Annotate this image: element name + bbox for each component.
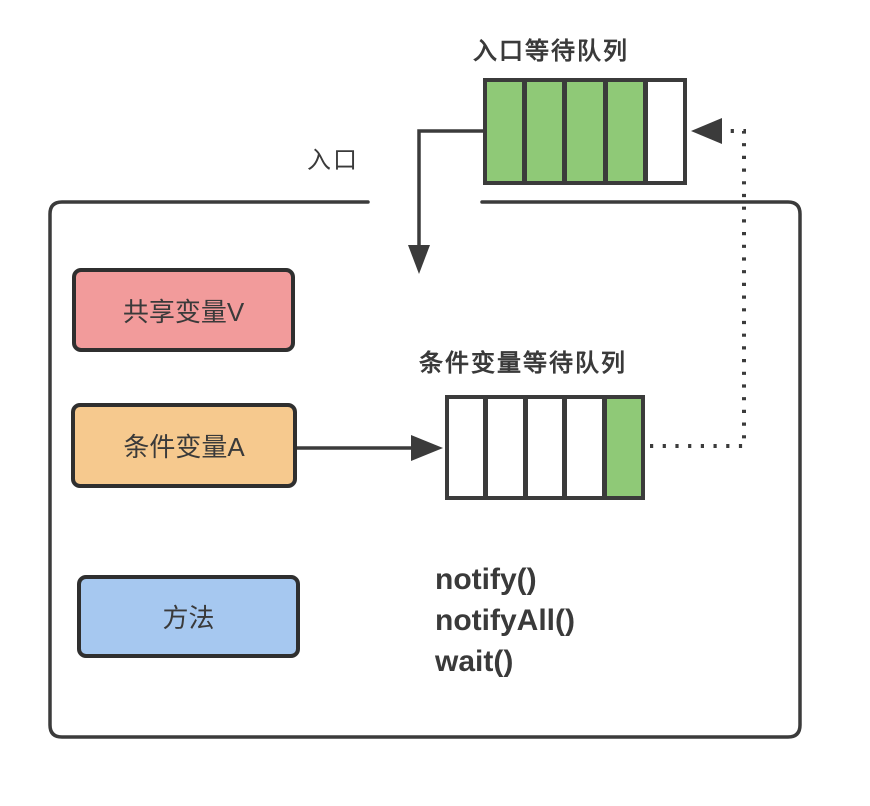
shared-variable-box: 共享变量V (72, 268, 295, 352)
entry-arrowhead (408, 245, 430, 274)
queue-cell-green (601, 399, 642, 496)
dotted-return-arrowhead (691, 118, 722, 144)
entry-queue (483, 78, 687, 185)
condition-variable-label: 条件变量A (123, 432, 245, 462)
condition-variable-box: 条件变量A (71, 403, 297, 488)
queue-cell-white (562, 399, 602, 496)
method-list: notify() notifyAll() wait() (435, 559, 575, 682)
method-wait: wait() (435, 645, 514, 678)
queue-cell-green (602, 82, 643, 181)
entry-arrow-line (417, 129, 483, 246)
queue-cell-green (562, 82, 603, 181)
method-box: 方法 (77, 575, 300, 658)
condition-arrowhead (411, 435, 443, 461)
queue-cell-green (522, 82, 563, 181)
condition-queue (445, 395, 645, 500)
queue-cell-green (487, 82, 523, 181)
method-notifyall: notifyAll() (435, 604, 575, 637)
method-box-label: 方法 (162, 603, 215, 633)
queue-cell-white (642, 82, 684, 181)
shared-variable-label: 共享变量V (122, 296, 245, 327)
queue-cell-white (522, 399, 563, 496)
entry-queue-label: 入口等待队列 (473, 38, 629, 65)
queue-cell-white (483, 399, 523, 496)
entry-label: 入口 (307, 147, 359, 174)
condition-queue-label: 条件变量等待队列 (419, 350, 627, 377)
monitor-boundary (48, 200, 802, 739)
queue-cell-white (449, 399, 484, 496)
method-notify: notify() (435, 563, 537, 596)
